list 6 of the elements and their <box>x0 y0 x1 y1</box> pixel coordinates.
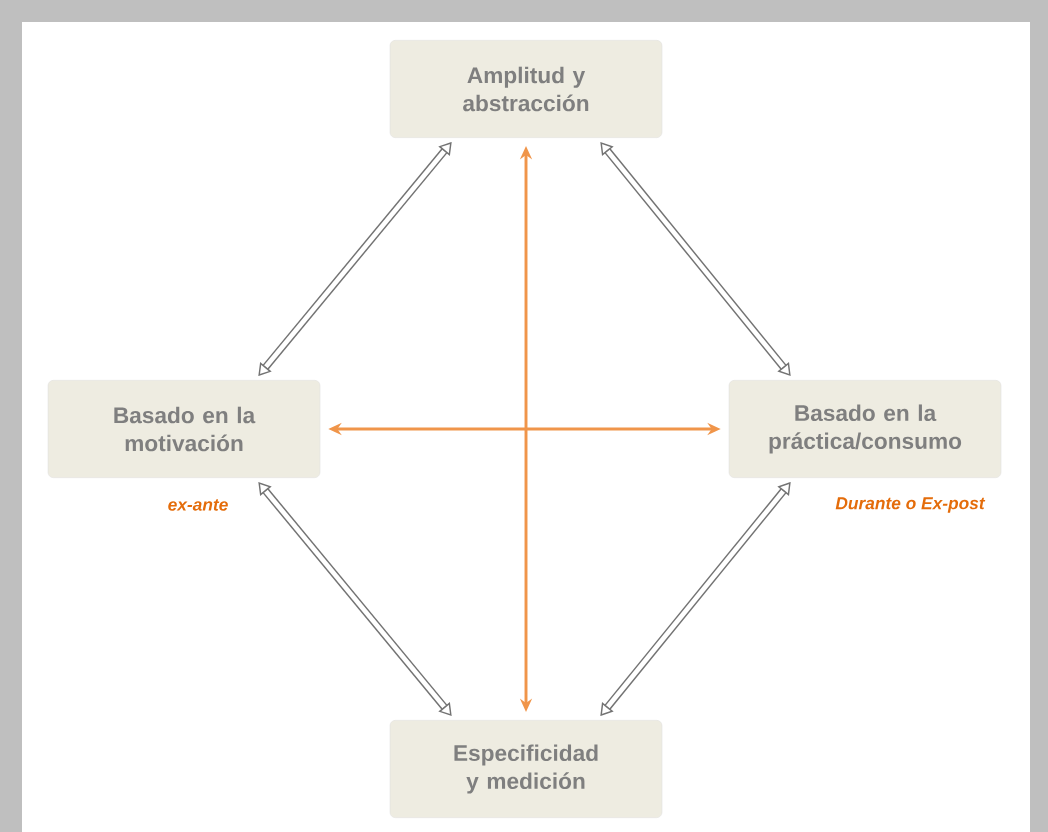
timing-label: ex-ante <box>168 499 228 511</box>
process-box: Basado en la motivación <box>47 380 321 478</box>
process-box: Especificidad y medición <box>389 720 663 818</box>
process-box: Amplitud y abstracción <box>389 40 663 138</box>
timing-label: Durante o Ex-post <box>835 497 986 513</box>
process-box: Basado en la práctica/consumo <box>728 380 1002 478</box>
